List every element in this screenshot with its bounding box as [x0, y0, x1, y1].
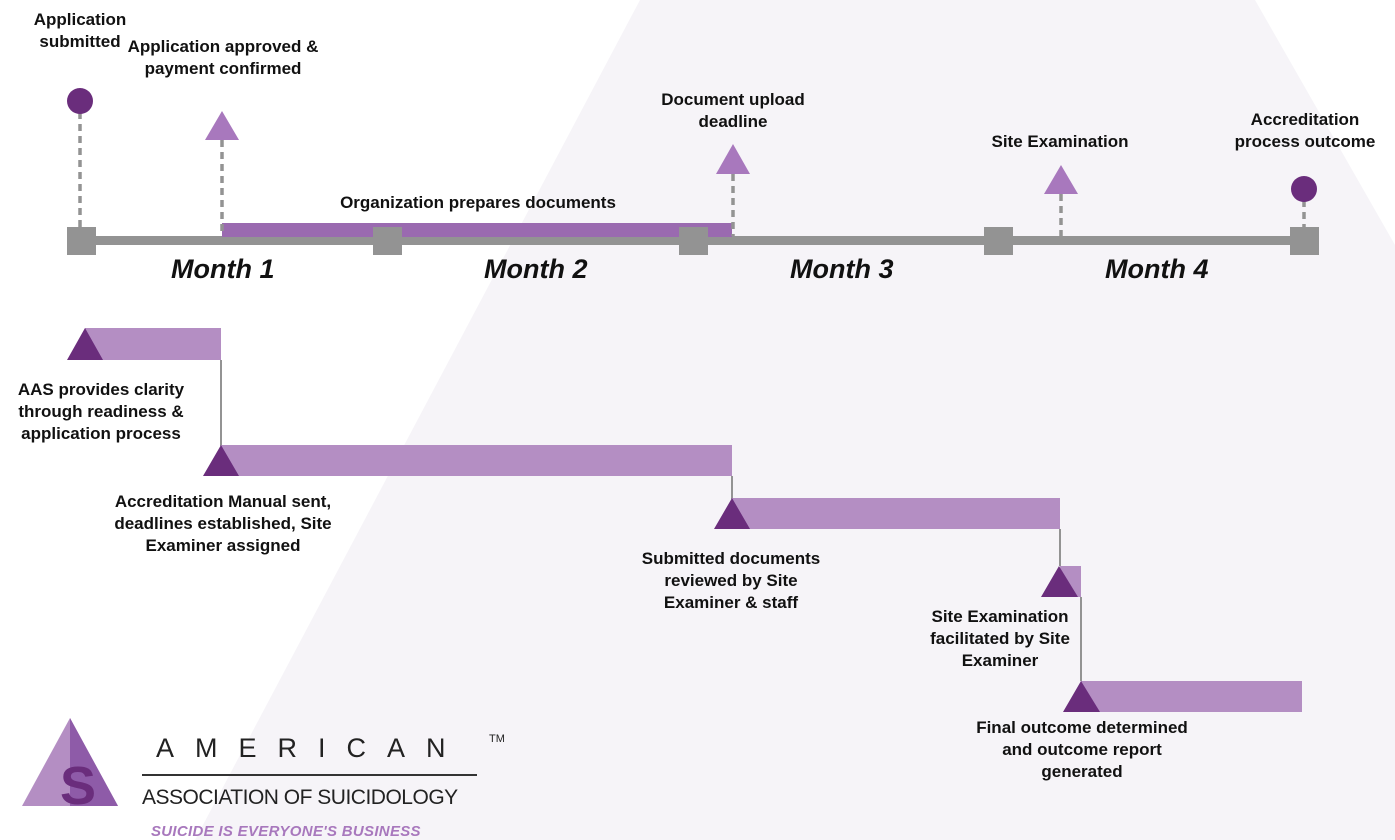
phase-label-site-examination: Site Examination facilitated by Site Exa…	[930, 607, 1070, 670]
phase-triangle	[1041, 566, 1078, 597]
milestone-circle	[1291, 176, 1317, 202]
phase-triangle	[1063, 681, 1100, 712]
background-shape	[195, 0, 1395, 840]
milestone-circle	[67, 88, 93, 114]
phase-label-final-outcome: Final outcome determined and outcome rep…	[976, 718, 1188, 781]
milestone-label-site-examination: Site Examination	[991, 132, 1129, 151]
phase-triangle	[203, 445, 239, 476]
month-label-1: Month 1	[171, 254, 275, 284]
phase-label-readiness: AAS provides clarity through readiness &…	[17, 380, 185, 443]
month-tick	[679, 227, 708, 255]
prep-bar-label: Organization prepares documents	[340, 193, 616, 212]
phase-triangle	[714, 498, 750, 529]
month-tick	[67, 227, 96, 255]
milestone-label-application-approved: Application approved & payment confirmed	[127, 37, 319, 78]
phase-bar	[221, 445, 732, 476]
phase-bar	[1081, 681, 1302, 712]
month-tick	[984, 227, 1013, 255]
prep-bar	[222, 223, 732, 237]
milestone-triangle	[205, 111, 239, 140]
logo-trademark: TM	[489, 733, 505, 745]
phase-bar	[85, 328, 221, 360]
milestone-triangle	[716, 144, 750, 174]
milestone-label-outcome: Accreditation process outcome	[1234, 110, 1376, 151]
phase-label-documents-reviewed: Submitted documents reviewed by Site Exa…	[641, 549, 821, 612]
logo-name-top: AMERICAN	[156, 733, 467, 763]
month-tick	[373, 227, 402, 255]
phase-triangle	[67, 328, 103, 360]
month-tick	[1290, 227, 1319, 255]
phase-label-manual-sent: Accreditation Manual sent, deadlines est…	[114, 492, 332, 555]
milestone-triangle	[1044, 165, 1078, 194]
aas-logo-icon: S	[22, 718, 118, 816]
milestone-label-document-deadline: Document upload deadline	[661, 90, 805, 131]
logo-tagline: SUICIDE IS EVERYONE'S BUSINESS	[151, 823, 421, 840]
month-label-4: Month 4	[1105, 254, 1209, 284]
month-label-2: Month 2	[484, 254, 588, 284]
phase-bar	[732, 498, 1060, 529]
milestone-label-application-submitted: Application submitted	[33, 10, 127, 51]
month-label-3: Month 3	[790, 254, 894, 284]
logo-letter: S	[60, 756, 96, 816]
logo-name-bottom: ASSOCIATION OF SUICIDOLOGY	[142, 786, 458, 809]
